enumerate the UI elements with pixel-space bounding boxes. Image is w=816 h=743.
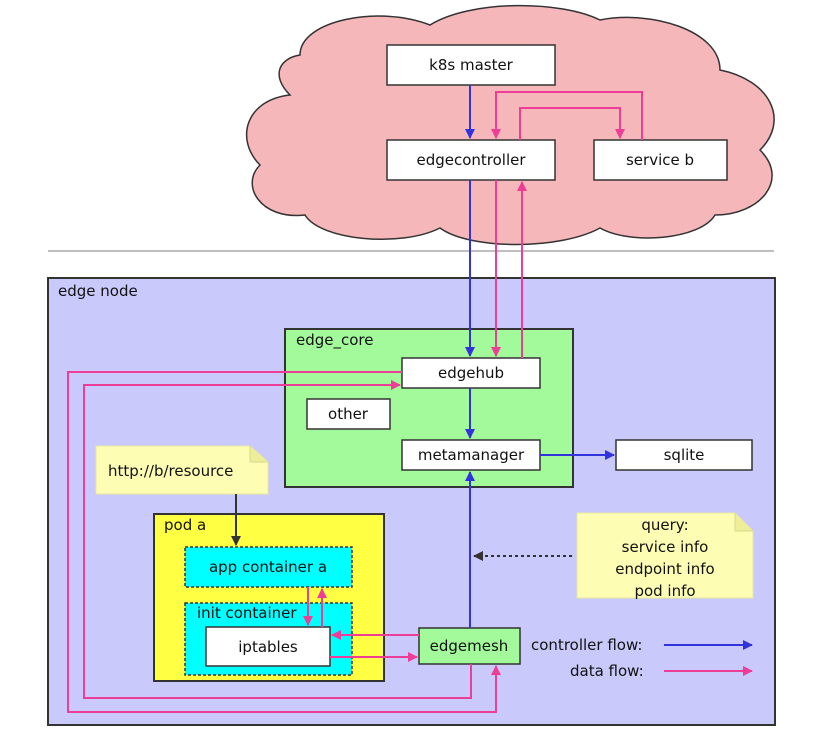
k8s-master-label: k8s master: [429, 56, 514, 74]
edgemesh-label: edgemesh: [430, 637, 509, 655]
edge-core-title: edge_core: [296, 331, 374, 350]
query-note-line-2: service info: [622, 538, 709, 556]
edgehub-to-edgemesh-data-arrow: [67, 371, 501, 713]
legend-data-flow-label: data flow:: [570, 662, 644, 680]
cloud-shape: [245, 4, 775, 246]
metamanager-label: metamanager: [418, 446, 525, 464]
query-note-line-1: query:: [641, 516, 688, 534]
edgemesh-to-edgehub-data-arrow: [83, 380, 472, 699]
init-container-label: init container: [197, 604, 297, 622]
other-label: other: [328, 405, 369, 423]
legend-controller-flow-label: controller flow:: [531, 636, 642, 654]
query-note-line-3: endpoint info: [615, 560, 714, 578]
iptables-box: [205, 626, 331, 667]
sqlite-label: sqlite: [664, 446, 705, 464]
resource-note-text: http://b/resource: [108, 462, 233, 480]
other-box: [306, 398, 391, 430]
pod-a-title: pod a: [164, 516, 206, 534]
edgehub-label: edgehub: [438, 364, 504, 382]
query-note-line-4: pod info: [634, 582, 695, 600]
sqlite-box: [615, 439, 753, 471]
service-b-label: service b: [626, 151, 694, 169]
query-note: query: service info endpoint info pod in…: [576, 512, 754, 600]
resource-note: http://b/resource: [95, 445, 269, 495]
iptables-label: iptables: [238, 638, 298, 656]
legend: controller flow: data flow:: [531, 636, 753, 680]
edgecontroller-to-service-b-arrow: [519, 107, 625, 140]
edge-node-title: edge node: [58, 282, 138, 300]
app-container-box: [184, 546, 353, 588]
edgecontroller-label: edgecontroller: [416, 151, 526, 169]
edgecontroller-box: [386, 139, 556, 181]
app-container-label: app container a: [209, 558, 327, 576]
metamanager-box: [401, 439, 541, 471]
service-b-box: [593, 139, 728, 181]
